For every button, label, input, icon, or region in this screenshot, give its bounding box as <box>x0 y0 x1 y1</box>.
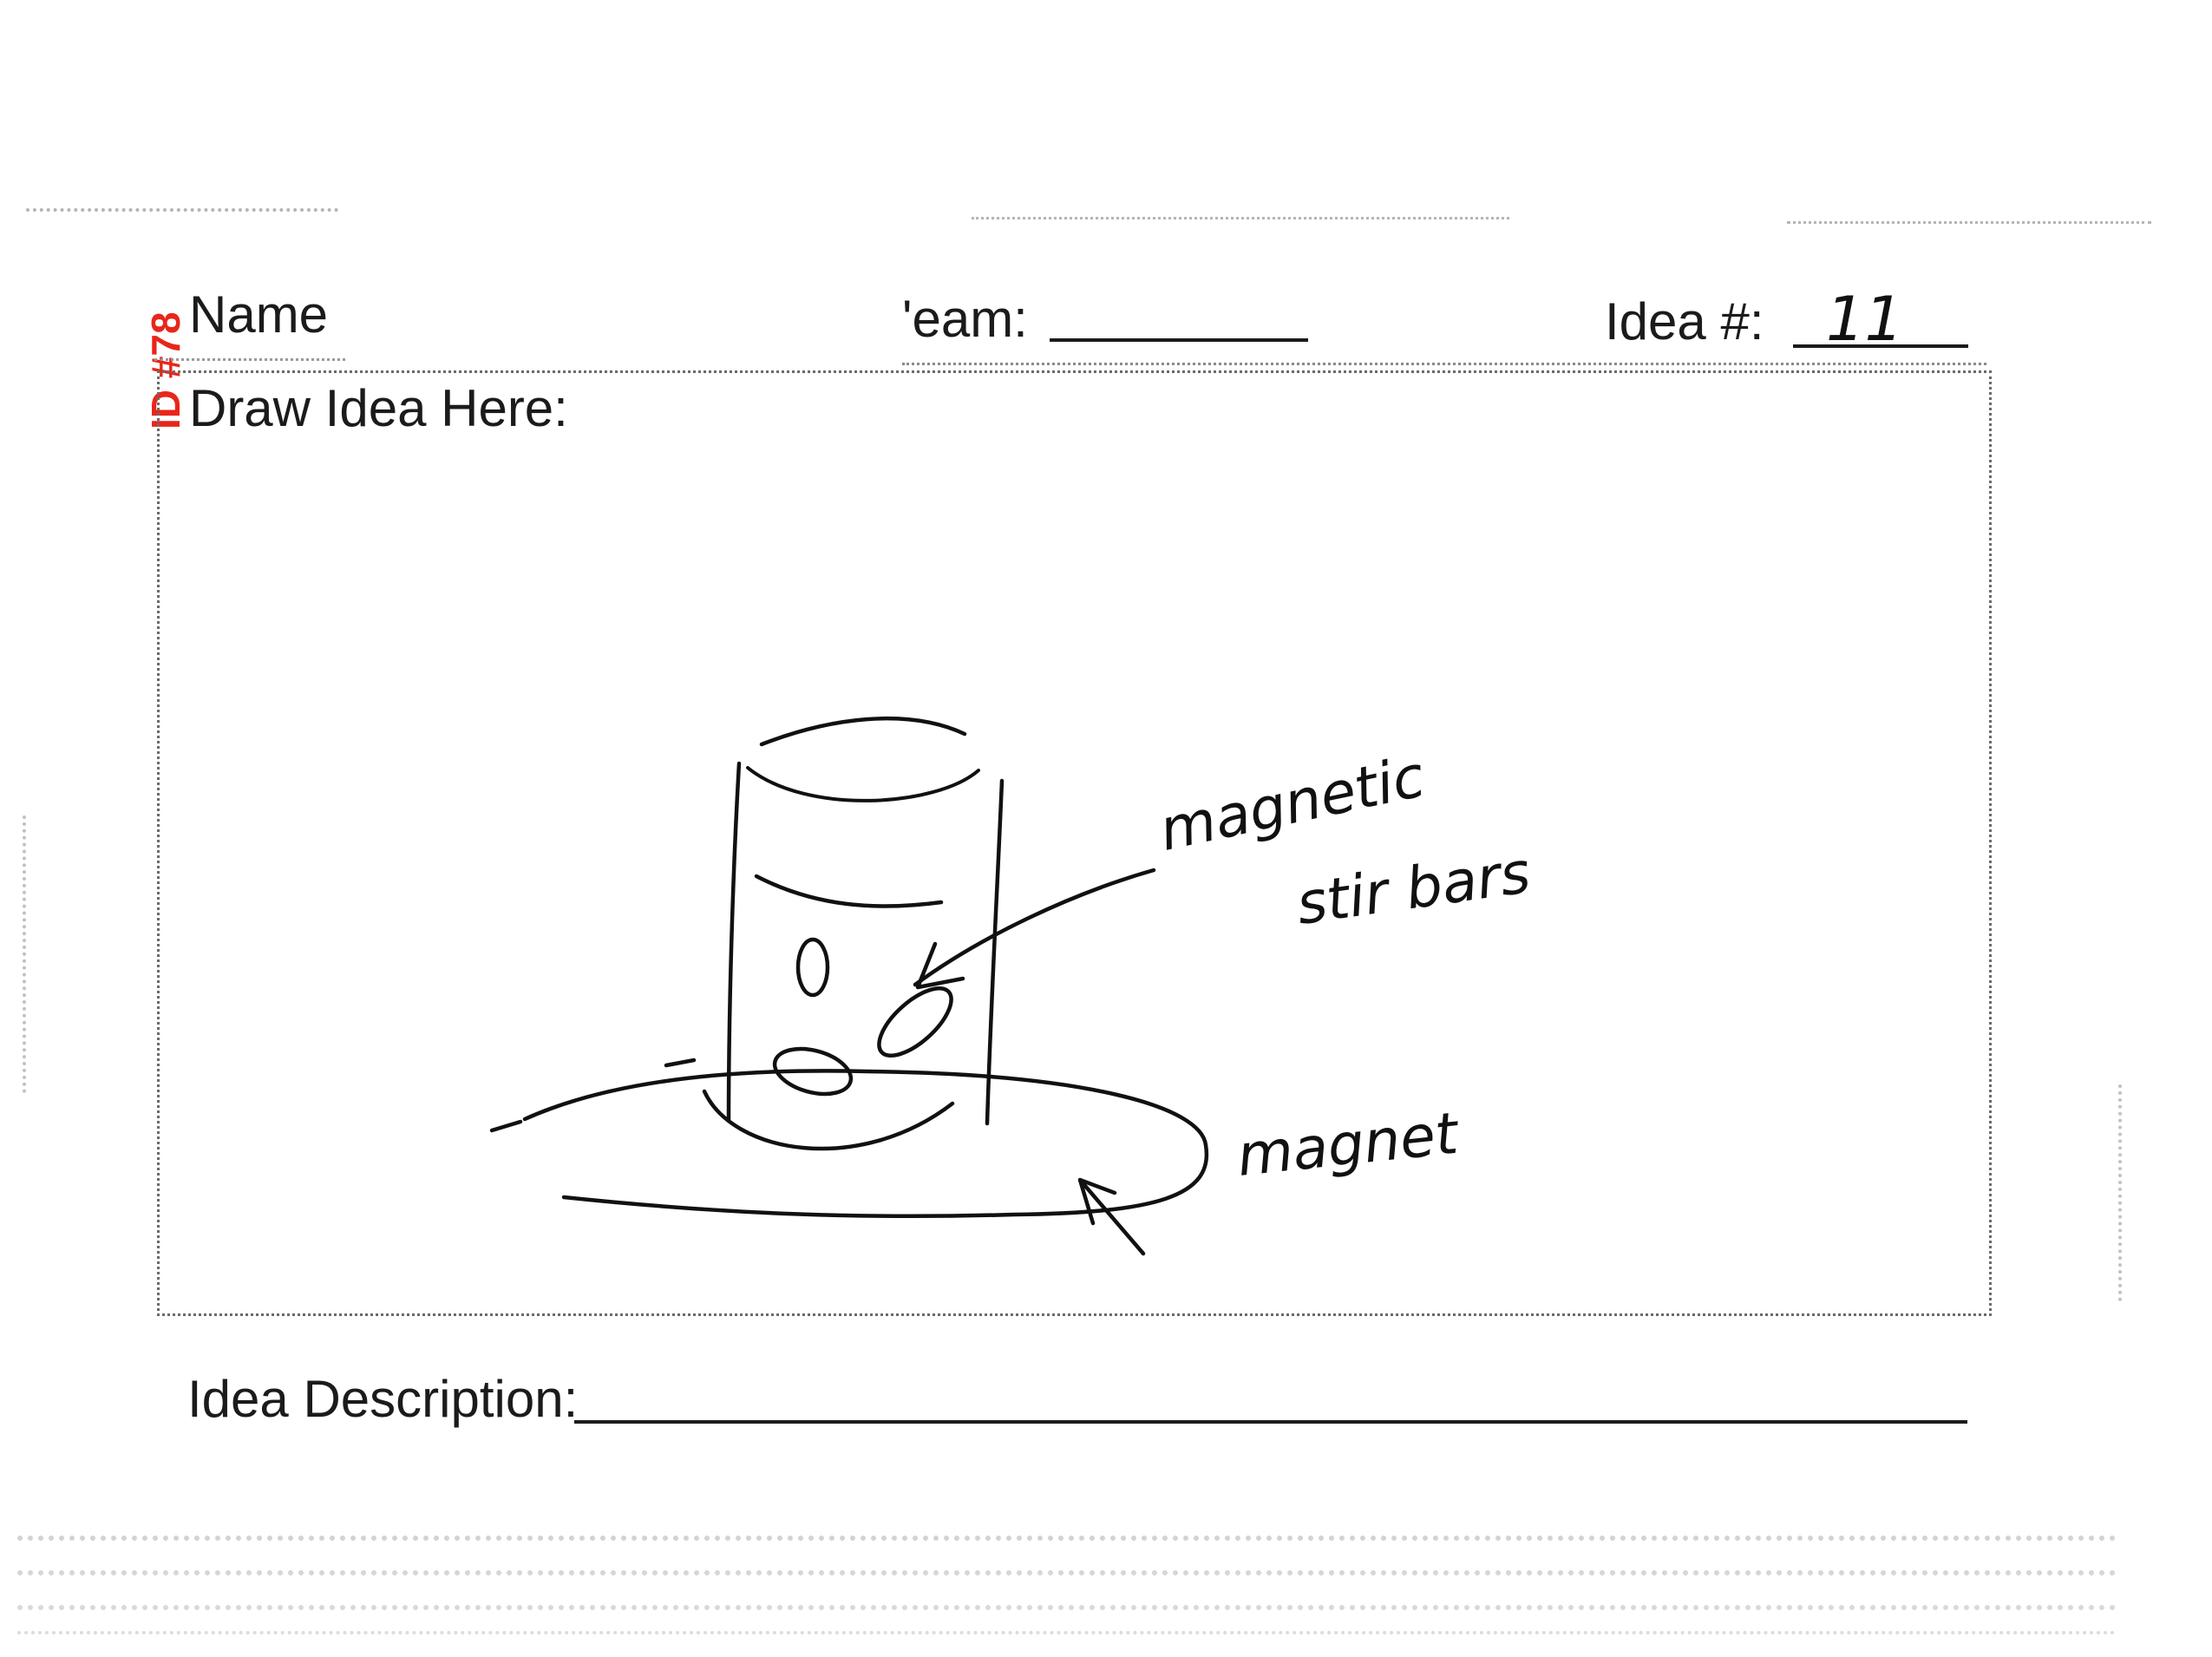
beaker-rim-front <box>748 768 978 801</box>
liquid-level <box>756 876 941 907</box>
beaker-left-wall <box>729 763 739 1119</box>
beaker-rim <box>762 718 965 744</box>
magnet-arrow <box>1080 1180 1143 1254</box>
idea-description-field <box>574 1420 1967 1424</box>
beaker-bottom-left-tick <box>666 1060 694 1065</box>
beaker-bottom <box>704 1091 952 1149</box>
stir-bars-arrow-shaft <box>915 870 1154 985</box>
idea-description-label: Idea Description: <box>187 1373 578 1425</box>
stir-bar-1 <box>798 940 828 995</box>
magnet-left-edge <box>492 1122 520 1130</box>
beaker-right-wall <box>987 781 1002 1123</box>
stir-bar-2 <box>868 977 962 1067</box>
